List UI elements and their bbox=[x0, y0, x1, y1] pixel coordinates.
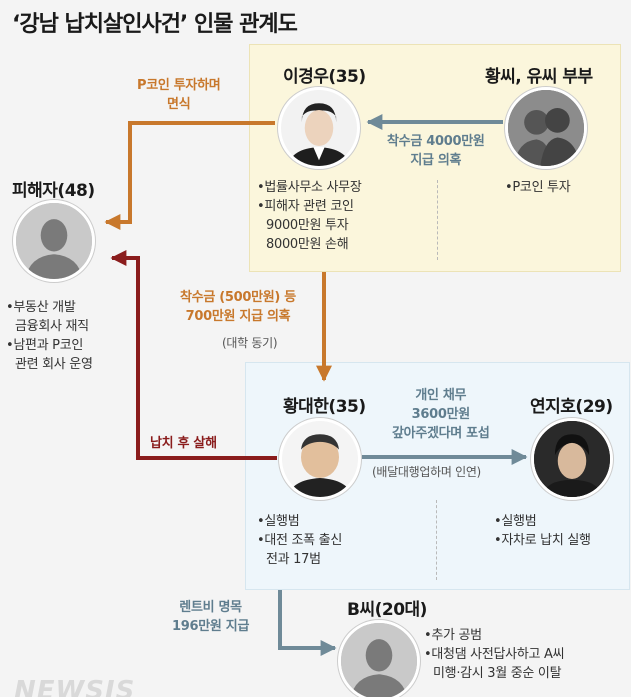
label-couple-to-lee: 착수금 4000만원 지급 의혹 bbox=[387, 132, 485, 170]
arrow-lee-to-victim bbox=[106, 123, 275, 222]
avatar-mr-b bbox=[338, 620, 420, 697]
bullet-mr-b-3: 미행·감시 3월 중순 이탈 bbox=[424, 664, 564, 683]
name-lee: 이경우(35) bbox=[283, 62, 366, 87]
avatar-couple bbox=[505, 87, 587, 169]
avatar-victim bbox=[13, 200, 95, 282]
name-hwangdaehan: 황대한(35) bbox=[283, 392, 366, 417]
label-lee-to-victim: P코인 투자하며 면식 bbox=[137, 76, 220, 114]
name-victim: 피해자(48) bbox=[12, 176, 95, 201]
bullets-hwangdaehan: •실행범 •대전 조폭 출신 전과 17범 bbox=[257, 512, 342, 569]
bullets-mr-b: •추가 공범 •대청댐 사전답사하고 A씨 미행·감시 3월 중순 이탈 bbox=[424, 626, 564, 683]
bullet-couple-1: •P코인 투자 bbox=[505, 178, 570, 197]
bullet-hwangdaehan-2: •대전 조폭 출신 bbox=[257, 531, 342, 550]
bullet-yeonjiho-2: •자차로 납치 실행 bbox=[494, 531, 591, 550]
label-hwang-to-victim: 납치 후 살해 bbox=[150, 434, 217, 453]
arrow-hwang-to-b bbox=[280, 590, 335, 648]
label-lee-to-hwang: 착수금 (500만원) 등 700만원 지급 의혹 bbox=[180, 288, 296, 326]
bullet-victim-2: 금융회사 재직 bbox=[6, 317, 93, 336]
bullet-lee-2: •피해자 관련 코인 bbox=[257, 197, 361, 216]
bullet-hwangdaehan-1: •실행범 bbox=[257, 512, 342, 531]
bullet-victim-4: 관련 회사 운영 bbox=[6, 355, 93, 374]
bullet-lee-1: •법률사무소 사무장 bbox=[257, 178, 361, 197]
name-mr-b: B씨(20대) bbox=[347, 595, 427, 620]
bullets-lee: •법률사무소 사무장 •피해자 관련 코인 9000만원 투자 8000만원 손… bbox=[257, 178, 361, 254]
bullet-victim-1: •부동산 개발 bbox=[6, 298, 93, 317]
bullet-lee-3: 9000만원 투자 bbox=[257, 216, 361, 235]
bullet-mr-b-1: •추가 공범 bbox=[424, 626, 564, 645]
bullets-couple: •P코인 투자 bbox=[505, 178, 570, 197]
bullet-hwangdaehan-3: 전과 17범 bbox=[257, 550, 342, 569]
bullet-victim-3: •남편과 P코인 bbox=[6, 336, 93, 355]
bullets-victim: •부동산 개발 금융회사 재직 •남편과 P코인 관련 회사 운영 bbox=[6, 298, 93, 374]
avatar-hwangdaehan bbox=[279, 418, 361, 500]
newsis-watermark: NEWSIS bbox=[14, 676, 135, 697]
label-hwang-to-yeon: 개인 채무 3600만원 갚아주겠다며 포섭 bbox=[392, 386, 490, 443]
avatar-yeonjiho bbox=[531, 418, 613, 500]
name-couple: 황씨, 유씨 부부 bbox=[485, 62, 593, 87]
bullet-mr-b-2: •대청댐 사전답사하고 A씨 bbox=[424, 645, 564, 664]
label-hwang-to-b: 렌트비 명목 196만원 지급 bbox=[172, 598, 249, 636]
name-yeonjiho: 연지호(29) bbox=[530, 392, 613, 417]
label-hwang-to-yeon-note: (배달대행업하며 인연) bbox=[372, 463, 481, 482]
label-lee-to-hwang-note: (대학 동기) bbox=[222, 334, 277, 353]
avatar-lee bbox=[278, 87, 360, 169]
bullet-yeonjiho-1: •실행범 bbox=[494, 512, 591, 531]
bullets-yeonjiho: •실행범 •자차로 납치 실행 bbox=[494, 512, 591, 550]
bullet-lee-4: 8000만원 손해 bbox=[257, 235, 361, 254]
